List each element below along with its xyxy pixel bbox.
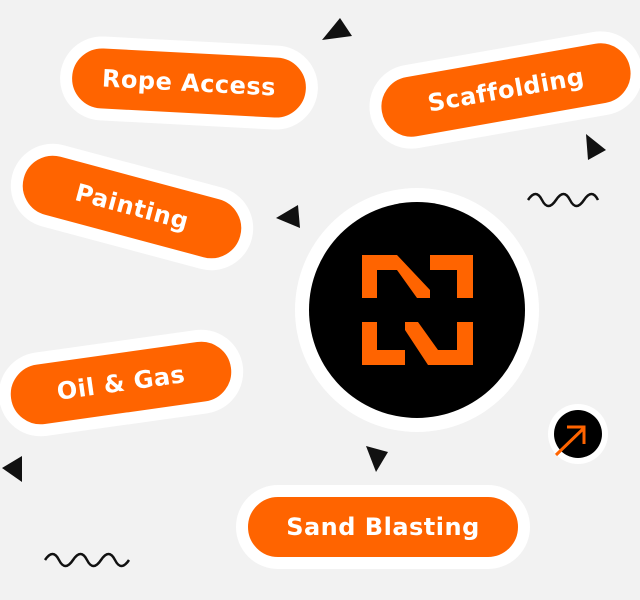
logo-badge — [309, 202, 525, 418]
triangle-icon — [586, 134, 606, 160]
triangle-icon — [2, 456, 22, 482]
service-pill-sand-blasting: Sand Blasting — [236, 485, 530, 569]
squiggle-icon — [43, 552, 131, 568]
triangle-icon — [366, 446, 388, 472]
squiggle-icon — [526, 192, 600, 208]
triangle-icon — [322, 18, 352, 40]
service-pill-rope-access: Rope Access — [57, 34, 321, 132]
stylized-n-logo — [362, 255, 473, 365]
triangle-icon — [276, 205, 300, 228]
arrow-up-right-icon — [554, 425, 586, 457]
